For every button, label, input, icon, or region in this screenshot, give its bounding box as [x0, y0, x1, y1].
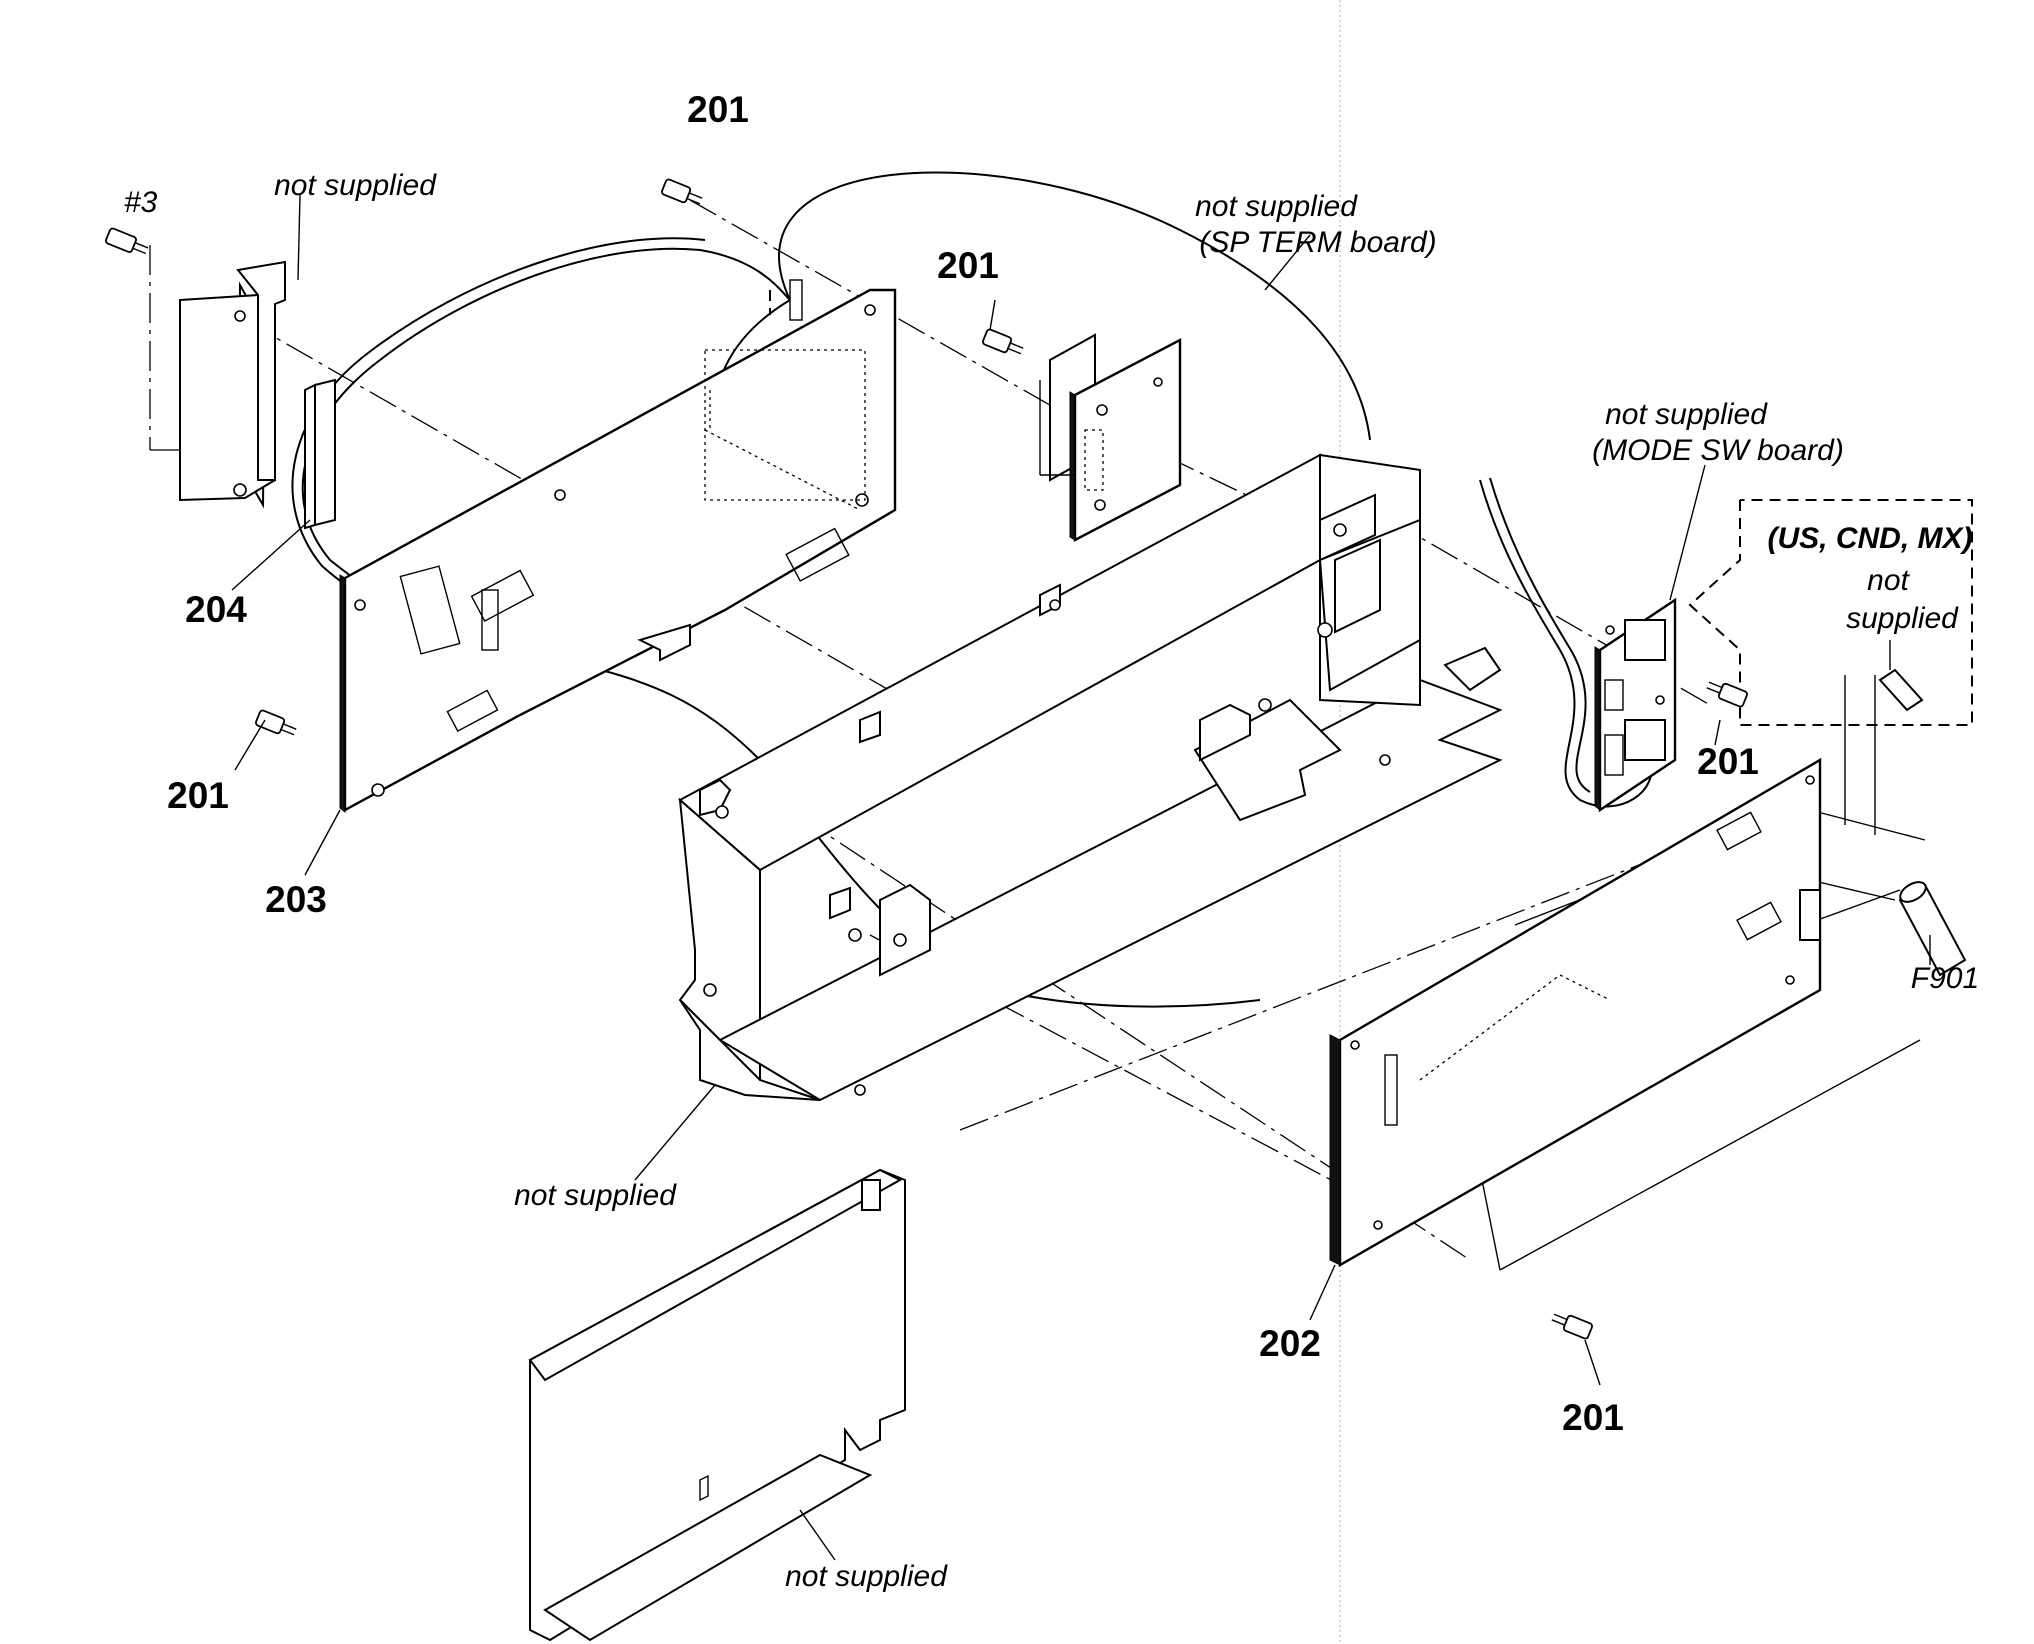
label-screw-3: #3 [124, 186, 158, 219]
note-region: (US, CND, MX) [1768, 522, 1973, 555]
circuit-board-203 [339, 279, 897, 814]
note-not-supplied-bracket: not supplied [274, 169, 437, 202]
label-202: 202 [1259, 1323, 1321, 1364]
note-not-supplied-cover: not supplied [785, 1560, 948, 1593]
screw-bottom-201 [1551, 1313, 1593, 1340]
screw-right-201 [1706, 681, 1748, 708]
main-chassis-frame [678, 453, 1503, 1102]
lower-cover-panel [528, 1168, 906, 1642]
note-not-supplied-chassis: not supplied [514, 1179, 677, 1212]
note-region-not: not [1867, 564, 1910, 597]
fuse-f901 [1898, 881, 1967, 977]
screws [105, 178, 1748, 1340]
region-fuse-box [1688, 499, 1973, 726]
sp-term-board [1039, 333, 1182, 542]
label-201-top: 201 [687, 89, 749, 130]
label-201-left: 201 [167, 775, 229, 816]
label-201-upper-mid: 201 [937, 245, 999, 286]
label-203: 203 [265, 879, 327, 920]
label-201-right: 201 [1697, 741, 1759, 782]
note-not-supplied-mode-sw: not supplied [1605, 398, 1768, 431]
bracket-with-rail-204 [179, 260, 336, 530]
note-not-supplied-sp-term: not supplied [1195, 190, 1358, 223]
label-f901: F901 [1911, 962, 1979, 995]
screw-top-left-3 [105, 227, 149, 255]
note-mode-sw-board: (MODE SW board) [1592, 434, 1844, 467]
label-204: 204 [185, 589, 247, 630]
label-201-bottom: 201 [1562, 1397, 1624, 1438]
mode-sw-board [1594, 597, 1677, 813]
note-region-supplied: supplied [1846, 602, 1959, 635]
label-leaders [231, 194, 1931, 1561]
screw-upper-mid-201 [982, 328, 1024, 355]
circuit-board-202 [1329, 757, 1822, 1268]
screw-top-201 [661, 178, 703, 205]
labels: 201 201 201 201 201 202 203 204 #3 F901 … [124, 89, 1979, 1593]
screw-left-201 [255, 709, 297, 736]
note-sp-term-board: (SP TERM board) [1199, 226, 1436, 259]
